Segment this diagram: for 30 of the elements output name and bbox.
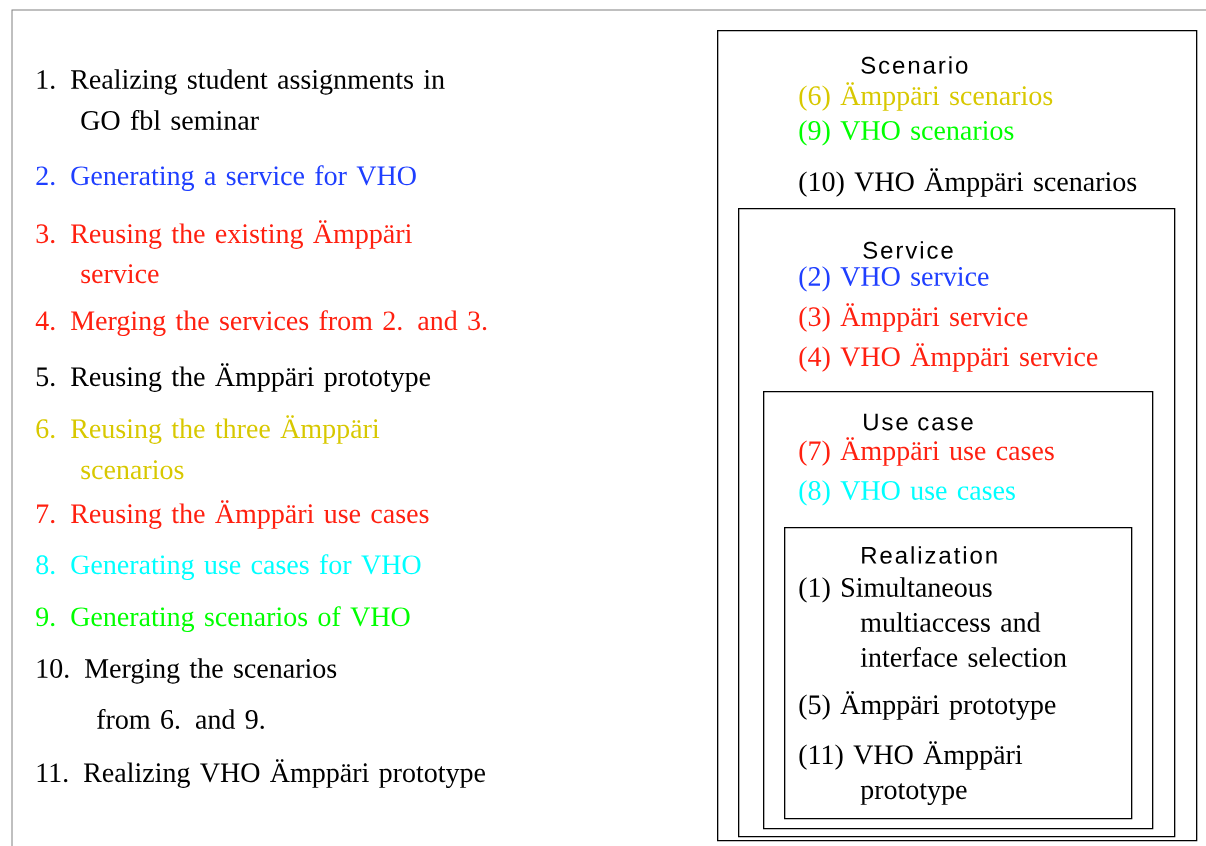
list-item: 11. Realizing VHO Ämppäri prototype (37, 759, 485, 788)
box-entry: (4) VHO Ämppäri service (799, 343, 1098, 372)
list-item: 2. Generating a service for VHO (36, 165, 416, 191)
category-box (763, 391, 1154, 830)
box-entry: (1) Simultaneous multiaccess and interface selection (799, 577, 1067, 667)
list-item: 4. Merging the services from 2. and 3. (35, 310, 487, 336)
list-item: 10. Merging the scenarios from 6. and 9. (37, 658, 337, 730)
box-entry: (9) VHO scenarios (799, 120, 1014, 146)
list-item: 9. Generating scenarios of VHO (36, 606, 410, 632)
box-entry: (11) VHO Ämppäri prototype (799, 741, 1023, 805)
box-entry: (7) Ämppäri use cases (799, 437, 1054, 466)
list-item: 7. Reusing the Ämppäri use cases (37, 500, 429, 529)
box-heading: Scenario (861, 56, 968, 74)
list-item: 5. Reusing the Ämppäri prototype (36, 363, 431, 392)
box-entry: (3) Ämppäri service (799, 303, 1028, 332)
box-entry: (10) VHO Ämppäri scenarios (799, 168, 1137, 197)
box-entry: (2) VHO service (799, 266, 989, 292)
list-item: 8. Generating use cases for VHO (36, 554, 421, 580)
category-box (784, 527, 1133, 820)
box-heading: Service (863, 241, 953, 259)
box-entry: (5) Ämppäri prototype (799, 691, 1056, 720)
list-item: 6. Reusing the three Ämppäri scenarios (36, 415, 380, 480)
box-heading: Realization (862, 546, 997, 564)
box-heading: Use case (864, 413, 973, 431)
list-item: 3. Reusing the existing Ämppäri service (36, 220, 412, 284)
category-box (717, 30, 1198, 842)
list-item: 1. Realizing student assignments in GO fbl seminar (37, 69, 445, 130)
box-entry: (8) VHO use cases (799, 480, 1015, 506)
category-box (738, 208, 1176, 838)
box-entry: (6) Ämppäri scenarios (799, 82, 1053, 111)
